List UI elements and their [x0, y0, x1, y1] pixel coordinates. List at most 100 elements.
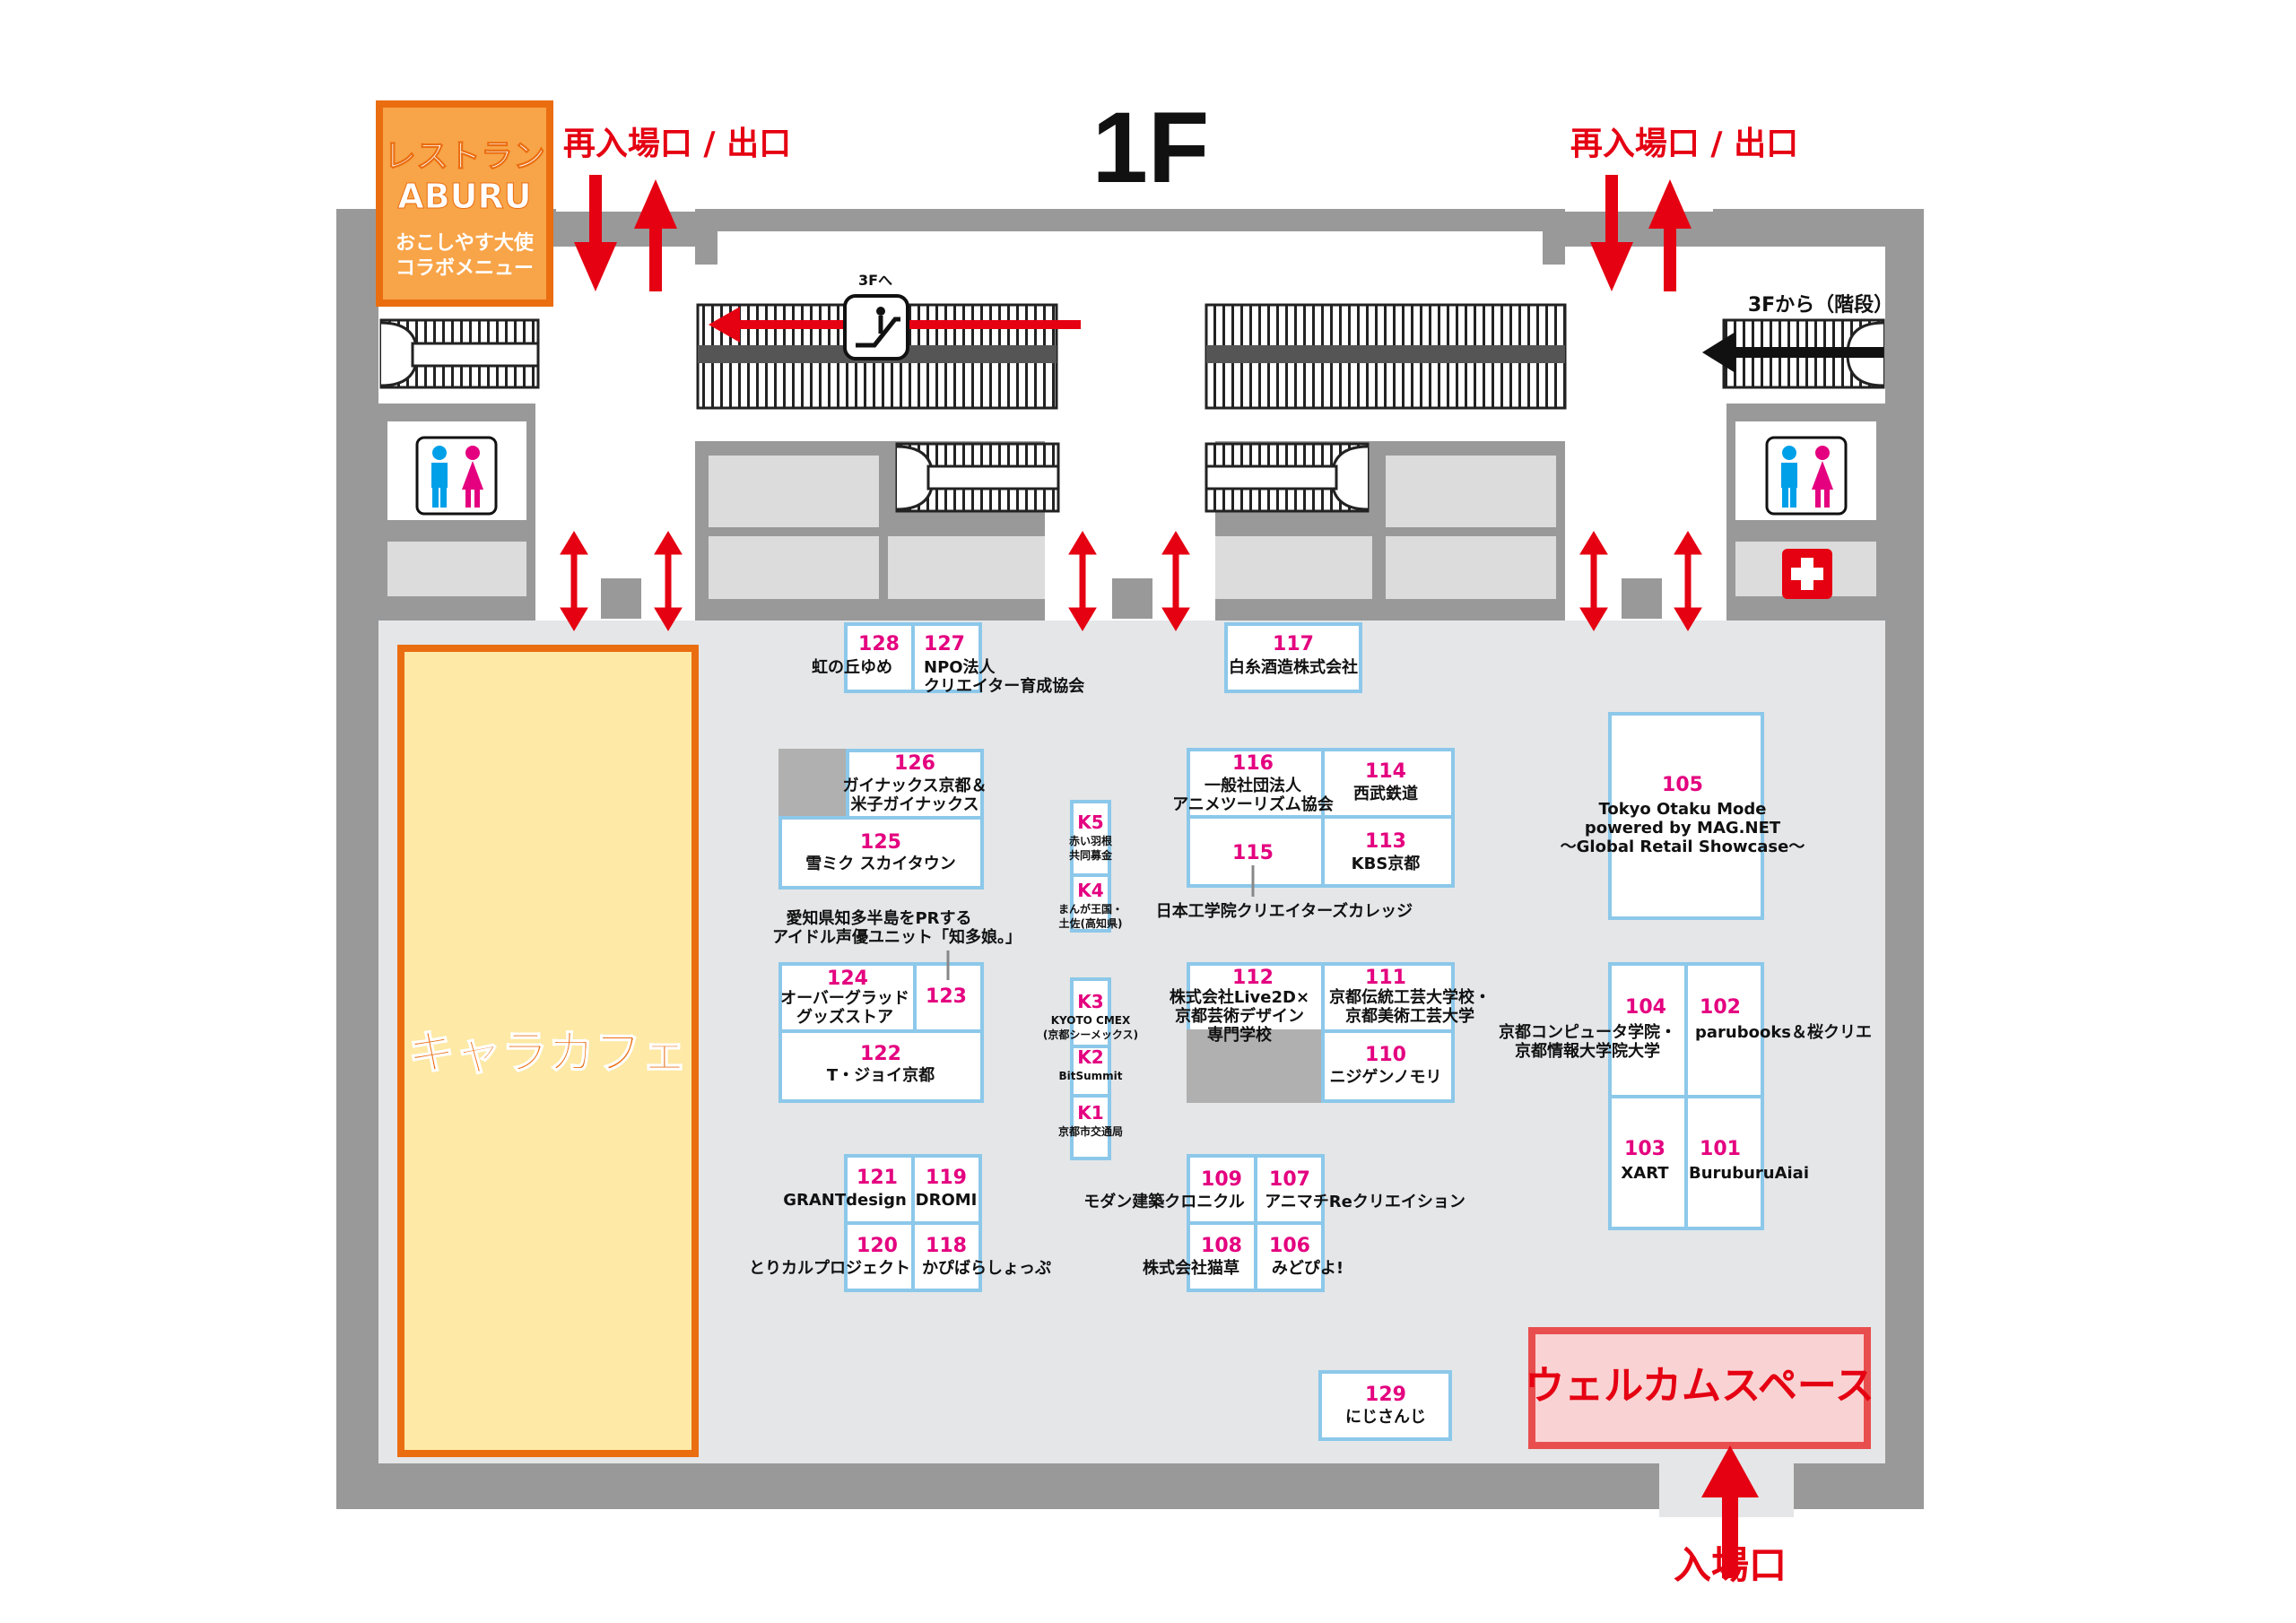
- entrance-arrow: [1701, 1445, 1759, 1578]
- booth-name: T・ジョイ京都: [827, 1065, 935, 1085]
- booth-name: にじさんじ: [1345, 1408, 1426, 1427]
- first-aid-icon: [1782, 549, 1832, 599]
- leader-lines: [946, 865, 1255, 980]
- booth-name: アニメツーリズム協会: [1172, 794, 1334, 814]
- booth-108[interactable]: [1187, 1221, 1257, 1292]
- booth-118[interactable]: [911, 1221, 982, 1292]
- booth-113[interactable]: [1321, 815, 1455, 888]
- booth-number: K3: [1077, 991, 1103, 1012]
- booth-number: 122: [860, 1043, 901, 1065]
- booth-name: モダン建築クロニクル: [1083, 1192, 1244, 1211]
- booth-name: みどぴよ!: [1272, 1259, 1344, 1278]
- booth-number: 120: [857, 1235, 898, 1257]
- booth-name: XART: [1621, 1164, 1669, 1183]
- booth-name: クリエイター育成協会: [924, 676, 1084, 696]
- booth-number: 126: [894, 752, 935, 775]
- booth-k3[interactable]: [1070, 977, 1111, 1048]
- reentry-exit-left-label: 再入場口 / 出口: [563, 126, 791, 162]
- booth-name: 京都情報大学院大学: [1515, 1041, 1660, 1061]
- booth-number: 116: [1232, 752, 1274, 775]
- booth-103[interactable]: [1608, 1095, 1688, 1230]
- booth-127[interactable]: [911, 622, 982, 693]
- booth-name: BuruburuAiai: [1689, 1164, 1809, 1183]
- booth-number: 107: [1269, 1168, 1310, 1191]
- restaurant-name-2: ABURU: [397, 177, 531, 216]
- booth-114[interactable]: [1321, 748, 1455, 819]
- booth-name: 共同募金: [1069, 848, 1113, 862]
- restaurant-note-2: コラボメニュー: [396, 257, 534, 280]
- booth-name: ～Global Retail Showcase～: [1561, 838, 1805, 856]
- booth-number: 118: [926, 1235, 967, 1257]
- booth-k5[interactable]: [1070, 800, 1111, 877]
- booth-name: 京都芸術デザイン: [1175, 1006, 1304, 1026]
- stairs-from-label: 3Fから（階段）: [1748, 293, 1893, 317]
- booth-number: 103: [1624, 1138, 1665, 1160]
- booth-name: BitSummit: [1058, 1070, 1122, 1082]
- booth-number: 115: [1232, 842, 1274, 864]
- booth-name: 京都コンピュータ学院・: [1499, 1022, 1676, 1042]
- booth-name: 虹の丘ゆめ: [812, 657, 892, 677]
- booth-number: 123: [926, 985, 967, 1008]
- booth-name: 雪ミク スカイタウン: [805, 855, 956, 873]
- booth-number: K2: [1077, 1046, 1103, 1068]
- booth-number: 124: [827, 968, 868, 990]
- booth-name: アイドル声優ユニット「知多娘。」: [772, 927, 1022, 947]
- booth-name: parubooks＆桜クリエ: [1695, 1022, 1872, 1042]
- booth-name: 京都美術工芸大学: [1345, 1006, 1474, 1026]
- booth-number: 127: [924, 633, 965, 655]
- booth-name: グッズストア: [796, 1007, 893, 1027]
- booths: [778, 622, 1764, 1441]
- booth-name: とりカルプロジェクト: [749, 1258, 910, 1278]
- booth-number: 113: [1365, 830, 1406, 853]
- booth-k1[interactable]: [1070, 1094, 1111, 1160]
- booth-120[interactable]: [844, 1221, 915, 1292]
- booth-name: 京都伝統工芸大学校・: [1329, 987, 1491, 1007]
- booth-129[interactable]: [1318, 1370, 1452, 1441]
- booth-102[interactable]: [1684, 962, 1764, 1098]
- booth-number: 119: [926, 1167, 967, 1189]
- welcome-space[interactable]: ウェルカムスペース: [1525, 1327, 1874, 1449]
- booth-number: 106: [1269, 1235, 1310, 1257]
- escalator-icon: [843, 294, 909, 360]
- booth-number: 117: [1273, 633, 1314, 655]
- booth-number: 104: [1625, 996, 1666, 1019]
- booth-name: 日本工学院クリエイターズカレッジ: [1156, 901, 1413, 921]
- passage-arrows: [560, 531, 1702, 631]
- booth-111[interactable]: [1321, 962, 1455, 1033]
- booth-name: 京都市交通局: [1058, 1124, 1123, 1138]
- booth-106[interactable]: [1254, 1221, 1325, 1292]
- booth-name: 白糸酒造株式会社: [1229, 657, 1358, 677]
- booth-name: 株式会社猫草: [1143, 1258, 1239, 1278]
- booth-number: 128: [858, 633, 900, 655]
- booth-number: 111: [1365, 967, 1406, 989]
- booth-name: 専門学校: [1207, 1025, 1273, 1045]
- booth-126-blank: [778, 749, 849, 820]
- floor-title: 1F: [1092, 91, 1210, 204]
- booth-125[interactable]: [778, 816, 984, 890]
- booth-name: KYOTO CMEX: [1051, 1014, 1131, 1027]
- booth-name: 愛知県知多半島をPRする: [786, 908, 971, 928]
- booth-101[interactable]: [1684, 1095, 1764, 1230]
- booth-name: 一般社団法人: [1205, 776, 1302, 795]
- booth-number: 112: [1232, 967, 1274, 989]
- booth-128[interactable]: [844, 622, 915, 693]
- restaurant-box[interactable]: レストラン ABURU おこしやす大使 コラボメニュー: [376, 100, 553, 307]
- escalator-label: 3Fへ: [858, 272, 892, 289]
- booth-name: 赤い羽根: [1069, 834, 1112, 847]
- booth-116[interactable]: [1187, 748, 1325, 819]
- booth-122[interactable]: [778, 1029, 984, 1103]
- booth-name: まんが王国・: [1058, 902, 1123, 916]
- booth-105[interactable]: [1608, 712, 1764, 920]
- toilet-icon: [415, 436, 498, 516]
- booth-119[interactable]: [911, 1154, 982, 1225]
- booth-117[interactable]: [1224, 622, 1362, 693]
- booth-name: オーバーグラッド: [780, 988, 909, 1008]
- booth-110[interactable]: [1321, 1029, 1455, 1103]
- restaurant-name: レストラン: [384, 138, 545, 175]
- chara-cafe-area[interactable]: キャラカフェ: [397, 645, 699, 1457]
- booth-k4[interactable]: [1070, 873, 1111, 933]
- booth-number: 110: [1365, 1044, 1406, 1066]
- booth-124[interactable]: [778, 962, 917, 1033]
- booth-number: 102: [1700, 996, 1741, 1019]
